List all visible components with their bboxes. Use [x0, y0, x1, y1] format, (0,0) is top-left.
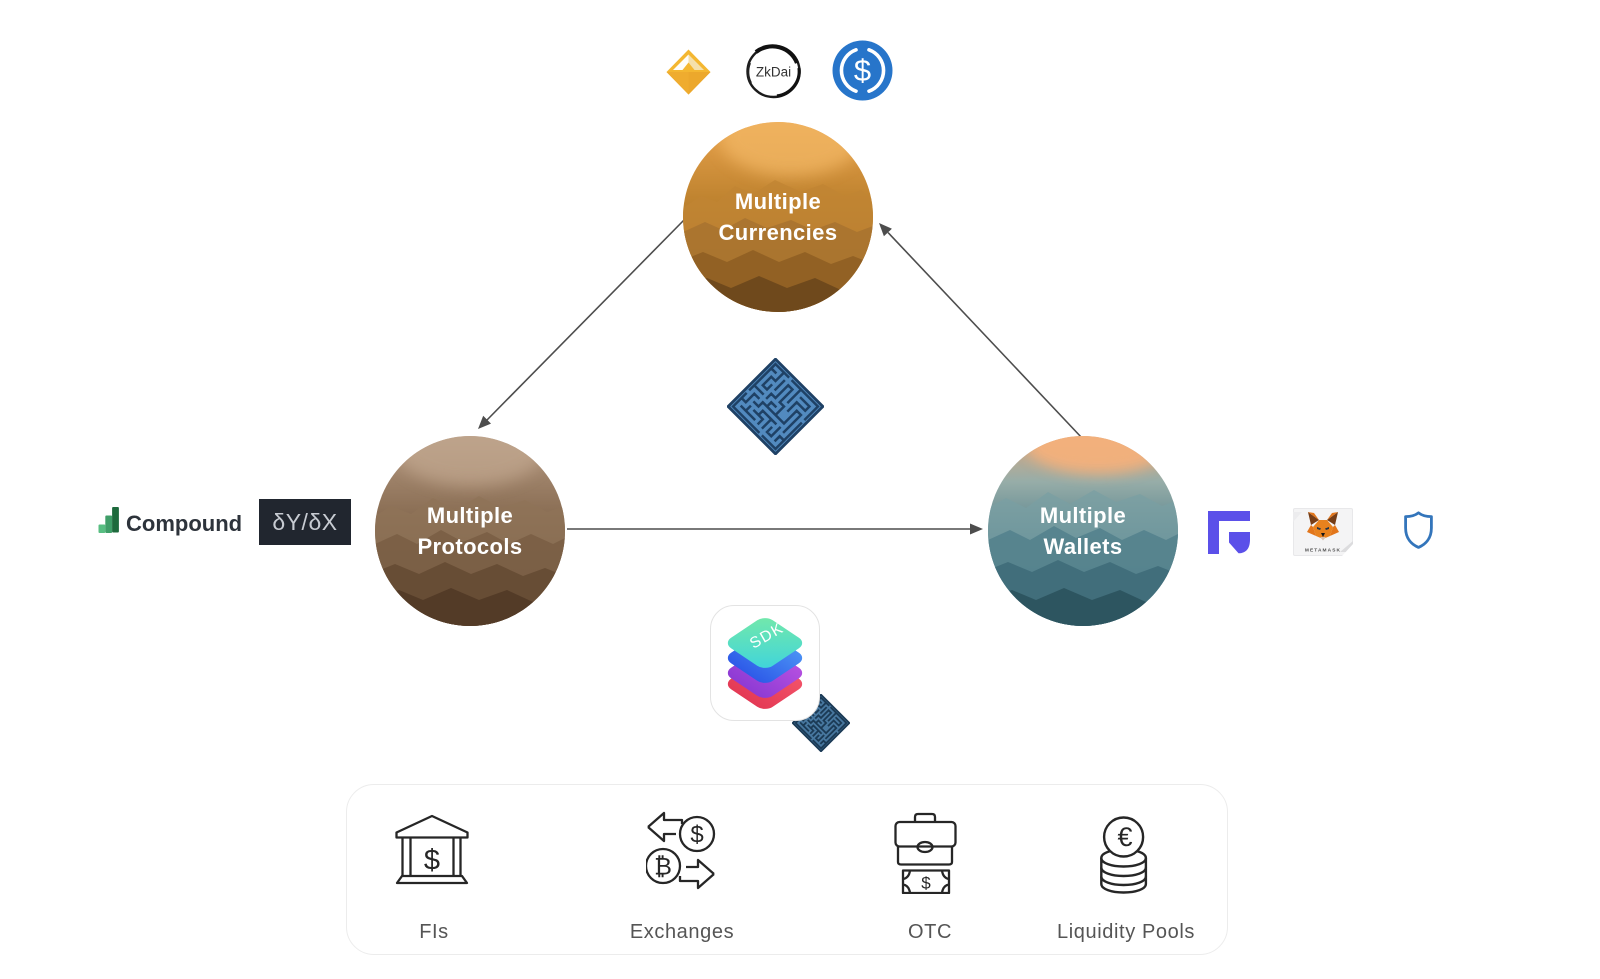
- svg-text:$: $: [690, 822, 703, 849]
- svg-text:$: $: [854, 53, 871, 88]
- svg-text:₿: ₿: [654, 854, 672, 881]
- svg-text:ZkDai: ZkDai: [756, 65, 791, 80]
- svg-text:$: $: [424, 845, 440, 877]
- svg-text:€: €: [1117, 822, 1132, 852]
- svg-text:$: $: [921, 874, 931, 893]
- svg-text:METAMASK: METAMASK: [1305, 548, 1341, 554]
